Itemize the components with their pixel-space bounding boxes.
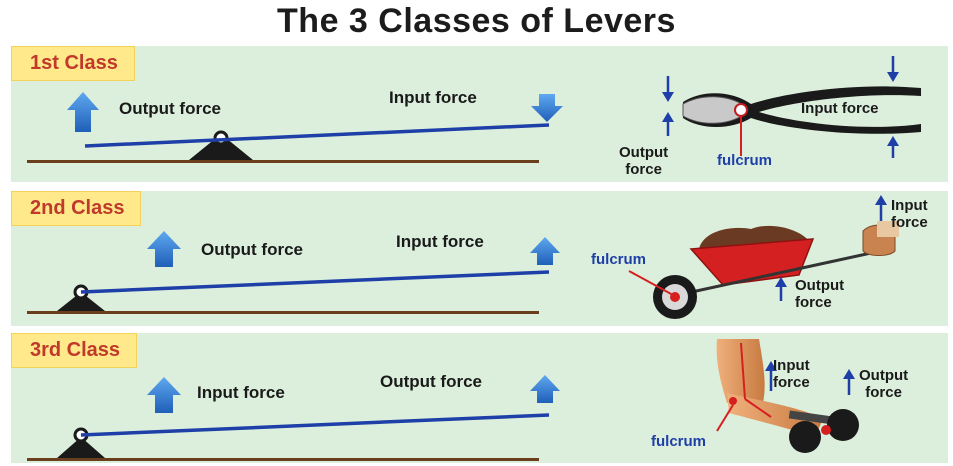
arm-label-input-force: Input force: [773, 357, 810, 391]
wheelbarrow-label-input-force: Input force: [891, 197, 928, 231]
output-force-arrow-up: [530, 375, 560, 403]
label-input-force: Input force: [389, 88, 477, 107]
third-class-diagram: [27, 339, 859, 461]
wheelbarrow-label-fulcrum: fulcrum: [591, 251, 647, 268]
input-force-arrow-up: [530, 237, 560, 265]
output-force-arrow-up: [67, 92, 99, 132]
pliers-label-fulcrum: fulcrum: [717, 152, 773, 169]
page-title: The 3 Classes of Levers: [277, 2, 676, 40]
fulcrum-triangle: [57, 292, 105, 311]
label-output-force: Output force: [201, 240, 303, 259]
second-class-diagram: [27, 195, 899, 319]
arm-dumbbell-illustration: [716, 339, 859, 453]
pliers-illustration: [662, 56, 921, 158]
panel-third-class: 3rd Class: [11, 333, 948, 463]
pliers-label-input-force: Input force: [801, 100, 879, 117]
label-input-force: Input force: [396, 232, 484, 251]
label-output-force: Output force: [380, 372, 482, 391]
input-force-arrow-down: [531, 94, 563, 122]
fulcrum-triangle: [189, 134, 253, 160]
first-class-diagram: [27, 56, 921, 163]
panel-second-class: 2nd Class: [11, 191, 948, 326]
wheelbarrow-illustration: [628, 195, 899, 319]
pliers-label-output-force: Output force: [619, 144, 669, 178]
ground-line: [27, 311, 539, 314]
label-input-force: Input force: [197, 383, 285, 402]
panel-first-class: 1st Class: [11, 46, 948, 182]
label-output-force: Output force: [119, 99, 221, 118]
class-badge-first: 1st Class: [11, 46, 135, 81]
wheelbarrow-label-output-force: Output force: [795, 277, 845, 311]
output-force-arrow-up: [147, 231, 181, 267]
lever-bar: [84, 123, 550, 148]
lever-bar: [80, 413, 550, 437]
arm-label-fulcrum: fulcrum: [651, 433, 707, 450]
ground-line: [27, 160, 539, 163]
input-force-arrow-up: [147, 377, 181, 413]
class-badge-second: 2nd Class: [11, 191, 142, 226]
fulcrum-triangle: [57, 437, 105, 458]
arm-label-output-force: Output force: [859, 367, 909, 401]
class-badge-third: 3rd Class: [11, 333, 138, 368]
ground-line: [27, 458, 539, 461]
lever-bar: [80, 270, 550, 294]
